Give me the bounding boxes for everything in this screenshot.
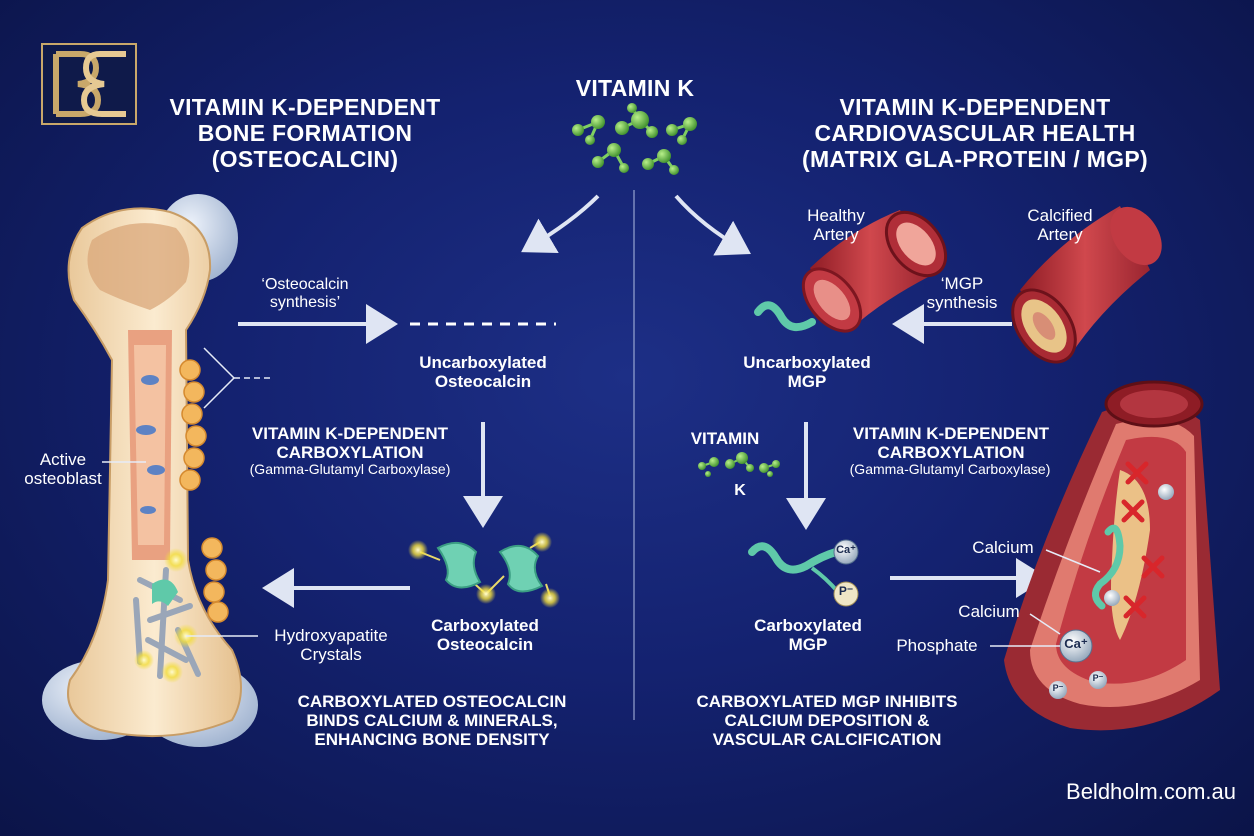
mgp-protein-icon bbox=[748, 539, 859, 607]
bone-carboxylation-title: VITAMIN K-DEPENDENT CARBOXYLATION bbox=[251, 424, 449, 463]
mgp-phosphate-ion: P⁻ bbox=[838, 584, 854, 598]
brand-logo-icon bbox=[41, 43, 137, 125]
calcium-label-upper: Calcium bbox=[972, 538, 1034, 557]
hydroxyapatite-crystals-label: Hydroxyapatite Crystals bbox=[274, 626, 388, 665]
right-vitamin-k-letter: K bbox=[734, 482, 746, 499]
active-osteoblast-label: Active osteoblast bbox=[24, 450, 102, 489]
carboxylated-osteocalcin-label: Carboxylated Osteocalcin bbox=[431, 616, 539, 655]
bone-illustration bbox=[42, 194, 258, 747]
cardio-section-heading: VITAMIN K-DEPENDENT CARDIOVASCULAR HEALT… bbox=[802, 94, 1148, 172]
bone-callout-lines bbox=[102, 347, 272, 637]
website-link[interactable]: Beldholm.com.au bbox=[1066, 779, 1236, 804]
uncarboxylated-mgp-label: Uncarboxylated MGP bbox=[743, 353, 871, 392]
mgp-carboxylation-title: VITAMIN K-DEPENDENT CARBOXYLATION bbox=[852, 424, 1050, 463]
vitamin-k-molecule-icon bbox=[572, 103, 697, 175]
vessel-callout-lines bbox=[990, 549, 1101, 647]
phosphate-label: Phosphate bbox=[896, 636, 978, 655]
arrow-to-bone bbox=[521, 194, 600, 254]
calcified-artery-illustration bbox=[1011, 206, 1162, 364]
bone-summary-text: CARBOXYLATED OSTEOCALCIN BINDS CALCIUM &… bbox=[297, 692, 567, 750]
uncarboxylated-osteocalcin-label: Uncarboxylated Osteocalcin bbox=[419, 353, 547, 392]
vessel-calcium-ion: Ca⁺ bbox=[1064, 636, 1088, 651]
block-x-icon bbox=[1121, 461, 1165, 619]
vitamin-k-small-molecule-icon bbox=[698, 452, 780, 477]
healthy-artery-illustration bbox=[754, 210, 948, 333]
vitamin-k-title: VITAMIN K bbox=[575, 75, 695, 101]
osteocalcin-protein-icon bbox=[408, 532, 560, 608]
bone-enzyme-label: (Gamma-Glutamyl Carboxylase) bbox=[249, 461, 451, 477]
mgp-calcium-ion: Ca⁺ bbox=[836, 544, 856, 556]
vessel-phosphate-ion-2: P⁻ bbox=[1092, 673, 1104, 683]
calcified-artery-label: Calcified Artery bbox=[1027, 206, 1093, 245]
vessel-phosphate-ion-1: P⁻ bbox=[1052, 683, 1064, 693]
carboxylated-mgp-label: Carboxylated MGP bbox=[754, 616, 862, 655]
bone-section-heading: VITAMIN K-DEPENDENT BONE FORMATION (OSTE… bbox=[169, 94, 441, 172]
arrow-to-artery bbox=[674, 194, 751, 256]
cardio-summary-text: CARBOXYLATED MGP INHIBITS CALCIUM DEPOSI… bbox=[696, 692, 958, 750]
right-vitamin-label: VITAMIN bbox=[690, 429, 760, 448]
artery-illustration bbox=[1004, 380, 1220, 731]
mgp-synthesis-label: ‘MGP synthesis bbox=[926, 274, 998, 313]
mgp-enzyme-label: (Gamma-Glutamyl Carboxylase) bbox=[849, 461, 1051, 477]
calcium-label-lower: Calcium bbox=[958, 602, 1020, 621]
osteocalcin-synthesis-label: ‘Osteocalcin synthesis’ bbox=[261, 276, 349, 311]
healthy-artery-label: Healthy Artery bbox=[807, 206, 865, 245]
